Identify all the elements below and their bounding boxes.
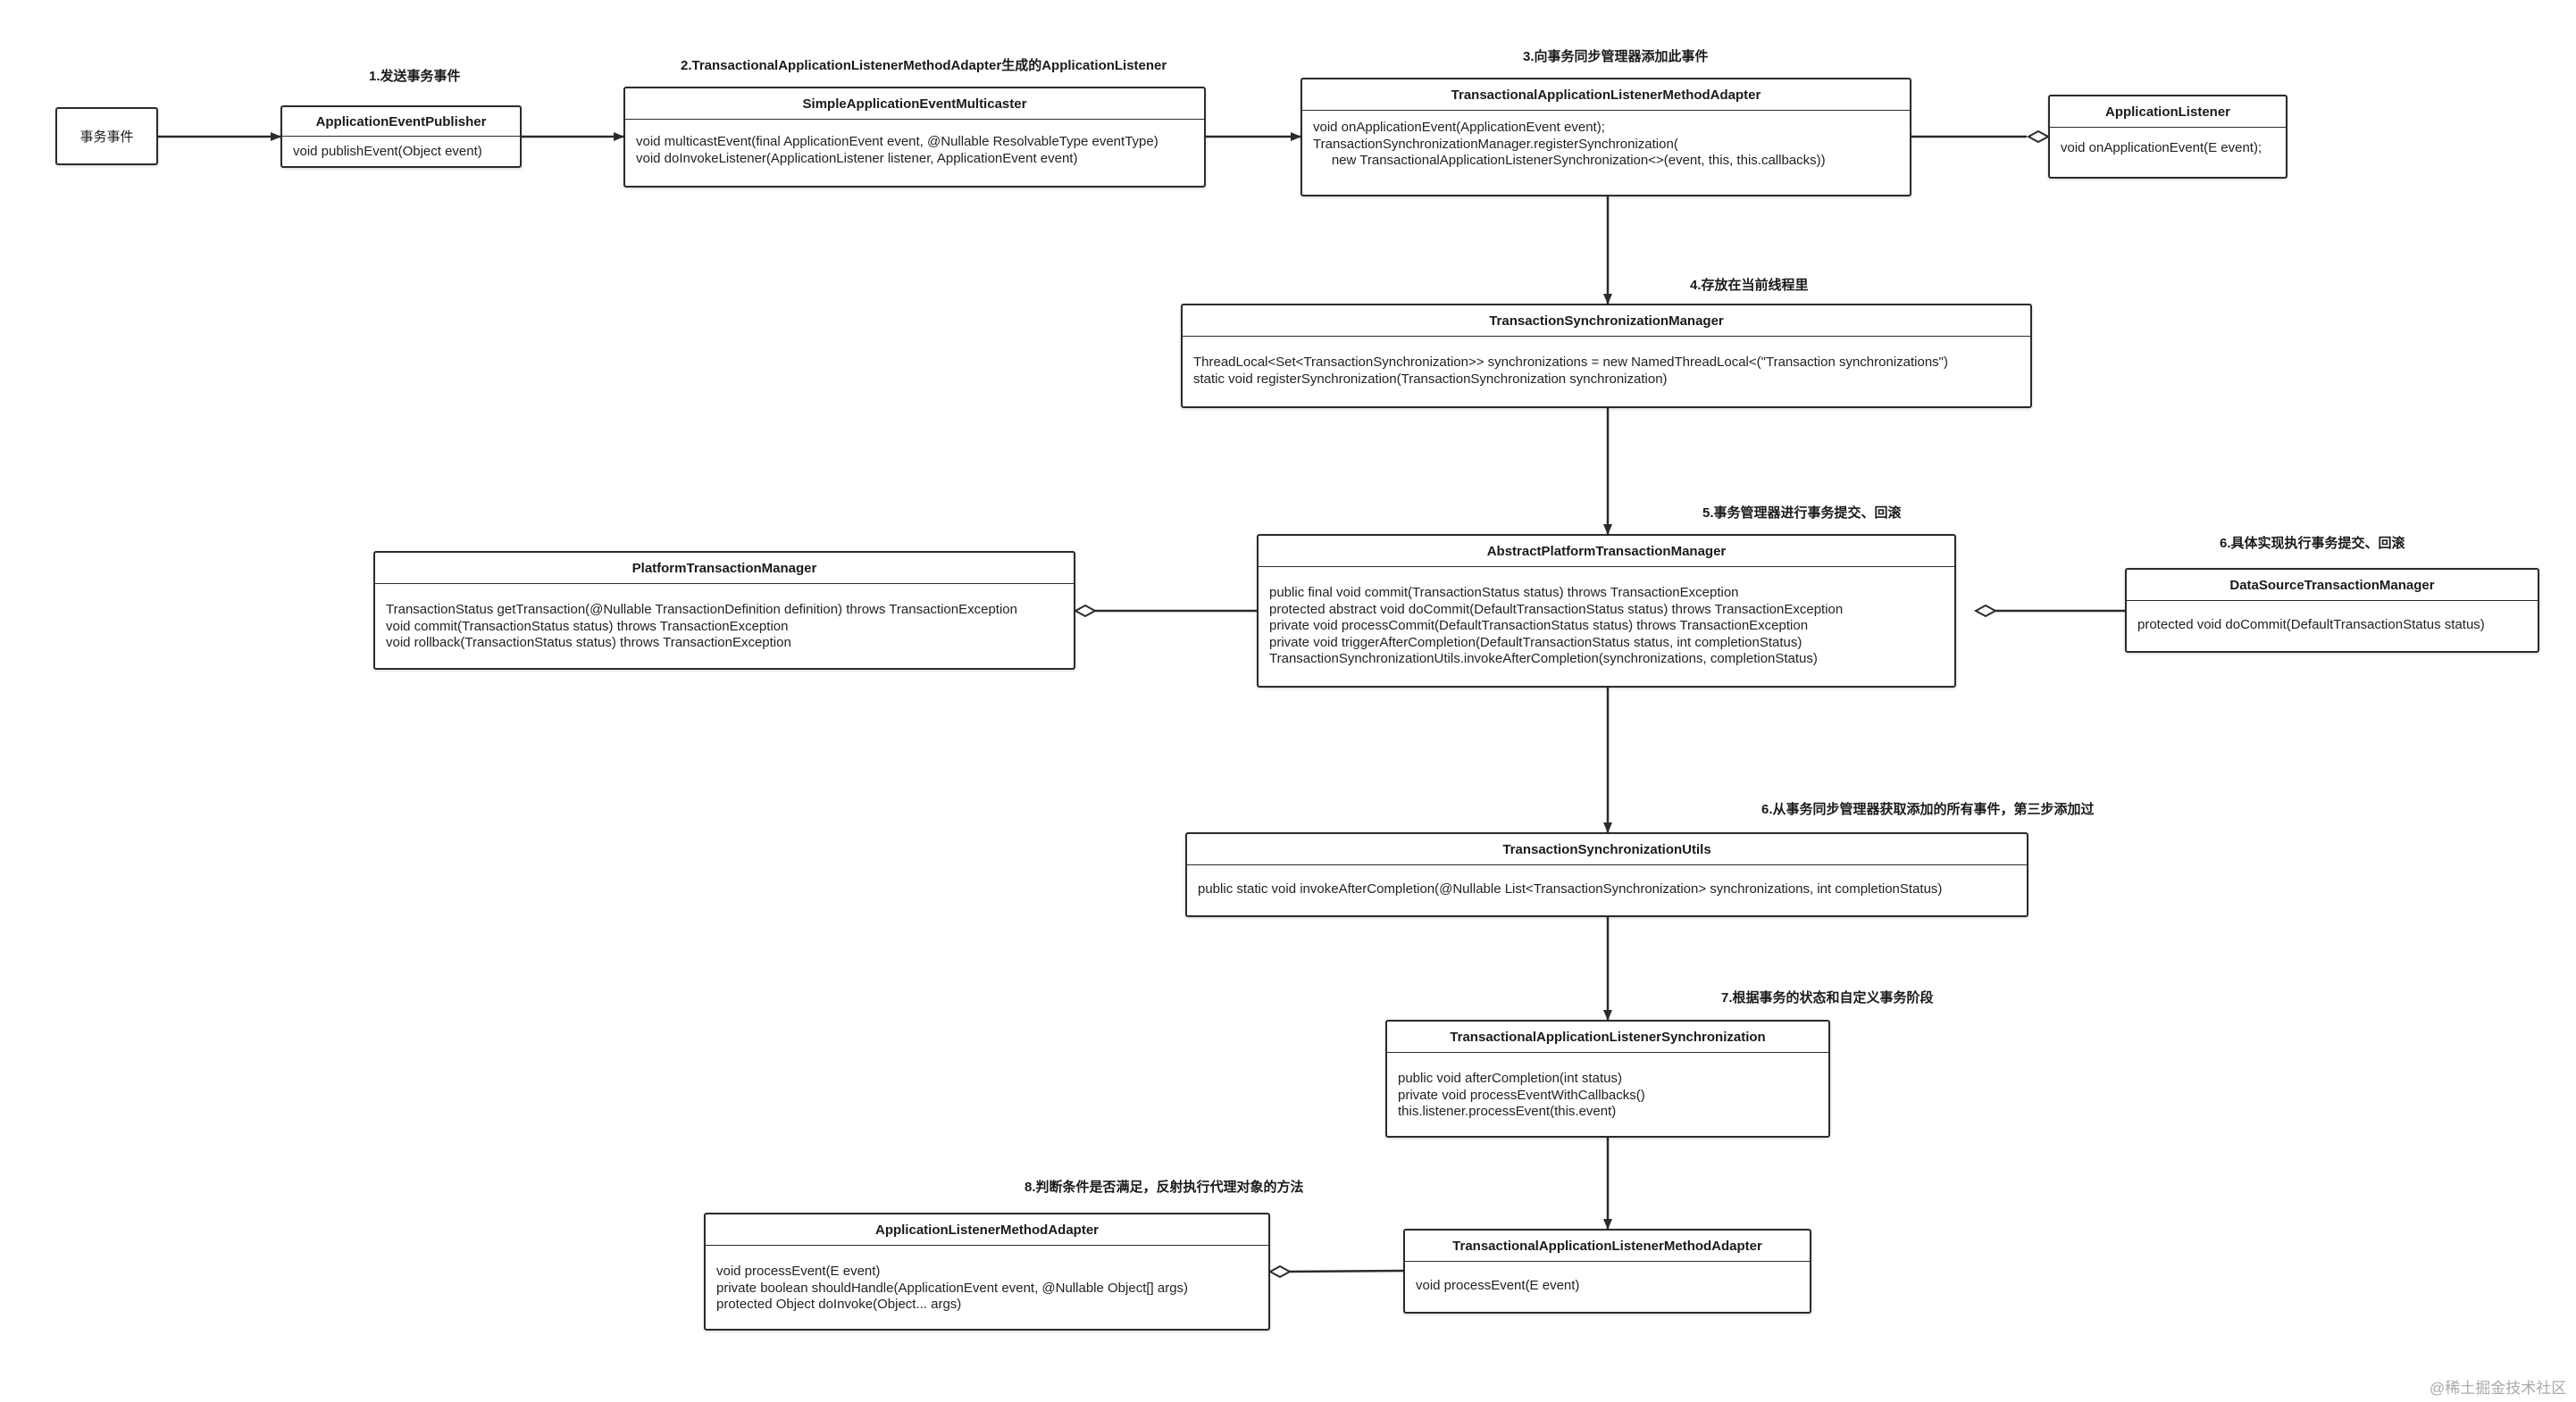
class-title: ApplicationListener	[2050, 96, 2286, 128]
aggregation-diamond-platform	[1073, 604, 1098, 618]
class-members: void publishEvent(Object event)	[293, 144, 482, 159]
class-title: DataSourceTransactionManager	[2127, 570, 2538, 601]
transaction-event-box: 事务事件	[55, 107, 158, 165]
aggregation-diamond-listener	[2026, 129, 2051, 144]
step-5-label: 5.事务管理器进行事务提交、回滚	[1702, 505, 1902, 521]
aggregation-diamond-abstract	[1973, 604, 1998, 618]
step-3-label: 3.向事务同步管理器添加此事件	[1523, 49, 1709, 64]
simple-application-event-multicaster-class: SimpleApplicationEventMulticaster void m…	[623, 87, 1206, 188]
class-members: void multicastEvent(final ApplicationEve…	[636, 134, 1158, 166]
class-members: void processEvent(E event)	[1416, 1278, 1580, 1293]
class-title: TransactionSynchronizationUtils	[1187, 834, 2027, 865]
step-6-utils-label: 6.从事务同步管理器获取添加的所有事件，第三步添加过	[1761, 802, 2095, 817]
transaction-synchronization-manager-class: TransactionSynchronizationManager Thread…	[1181, 304, 2032, 408]
aggregation-diamond-method-adapter	[1267, 1264, 1292, 1279]
application-listener-class: ApplicationListener void onApplicationEv…	[2048, 95, 2287, 179]
class-title: ApplicationListenerMethodAdapter	[706, 1214, 1268, 1246]
class-members: TransactionStatus getTransaction(@Nullab…	[386, 602, 1017, 650]
class-members: void onApplicationEvent(E event);	[2061, 140, 2262, 155]
class-title: TransactionSynchronizationManager	[1183, 305, 2030, 337]
step-1-label: 1.发送事务事件	[369, 69, 461, 84]
class-title: TransactionalApplicationListenerSynchron…	[1387, 1022, 1828, 1053]
class-title: AbstractPlatformTransactionManager	[1259, 536, 1954, 567]
class-title: TransactionalApplicationListenerMethodAd…	[1302, 79, 1910, 111]
step-4-label: 4.存放在当前线程里	[1690, 278, 1809, 293]
transaction-synchronization-utils-class: TransactionSynchronizationUtils public s…	[1185, 832, 2028, 917]
class-members: protected void doCommit(DefaultTransacti…	[2137, 617, 2485, 632]
transactional-listener-method-adapter-bottom-class: TransactionalApplicationListenerMethodAd…	[1403, 1229, 1811, 1314]
step-2-label: 2.TransactionalApplicationListenerMethod…	[681, 58, 1167, 73]
platform-transaction-manager-class: PlatformTransactionManager TransactionSt…	[373, 551, 1075, 670]
class-members: public final void commit(TransactionStat…	[1269, 585, 1844, 666]
aggregation-adapter-method-adapter	[1289, 1269, 1405, 1273]
class-title: SimpleApplicationEventMulticaster	[625, 88, 1204, 120]
class-title: PlatformTransactionManager	[375, 553, 1074, 584]
watermark-text: @稀土掘金技术社区	[2430, 1380, 2567, 1397]
class-members: ThreadLocal<Set<TransactionSynchronizati…	[1193, 355, 1948, 387]
class-title: ApplicationEventPublisher	[282, 107, 520, 137]
abstract-platform-transaction-manager-class: AbstractPlatformTransactionManager publi…	[1257, 534, 1956, 688]
datasource-transaction-manager-class: DataSourceTransactionManager protected v…	[2125, 568, 2539, 653]
application-listener-method-adapter-class: ApplicationListenerMethodAdapter void pr…	[704, 1213, 1270, 1331]
step-6-datasource-label: 6.具体实现执行事务提交、回滚	[2220, 536, 2405, 551]
class-members: void onApplicationEvent(ApplicationEvent…	[1313, 120, 1826, 168]
transactional-listener-method-adapter-top-class: TransactionalApplicationListenerMethodAd…	[1301, 78, 1911, 196]
transaction-event-label: 事务事件	[79, 129, 134, 145]
transactional-listener-synchronization-class: TransactionalApplicationListenerSynchron…	[1385, 1020, 1830, 1138]
class-members: public static void invokeAfterCompletion…	[1198, 881, 1943, 897]
step-8-label: 8.判断条件是否满足，反射执行代理对象的方法	[1025, 1180, 1304, 1195]
class-members: public void afterCompletion(int status) …	[1398, 1071, 1645, 1119]
application-event-publisher-class: ApplicationEventPublisher void publishEv…	[280, 105, 522, 168]
class-title: TransactionalApplicationListenerMethodAd…	[1405, 1231, 1810, 1262]
class-members: void processEvent(E event) private boole…	[716, 1264, 1189, 1312]
step-7-label: 7.根据事务的状态和自定义事务阶段	[1721, 990, 1934, 1006]
